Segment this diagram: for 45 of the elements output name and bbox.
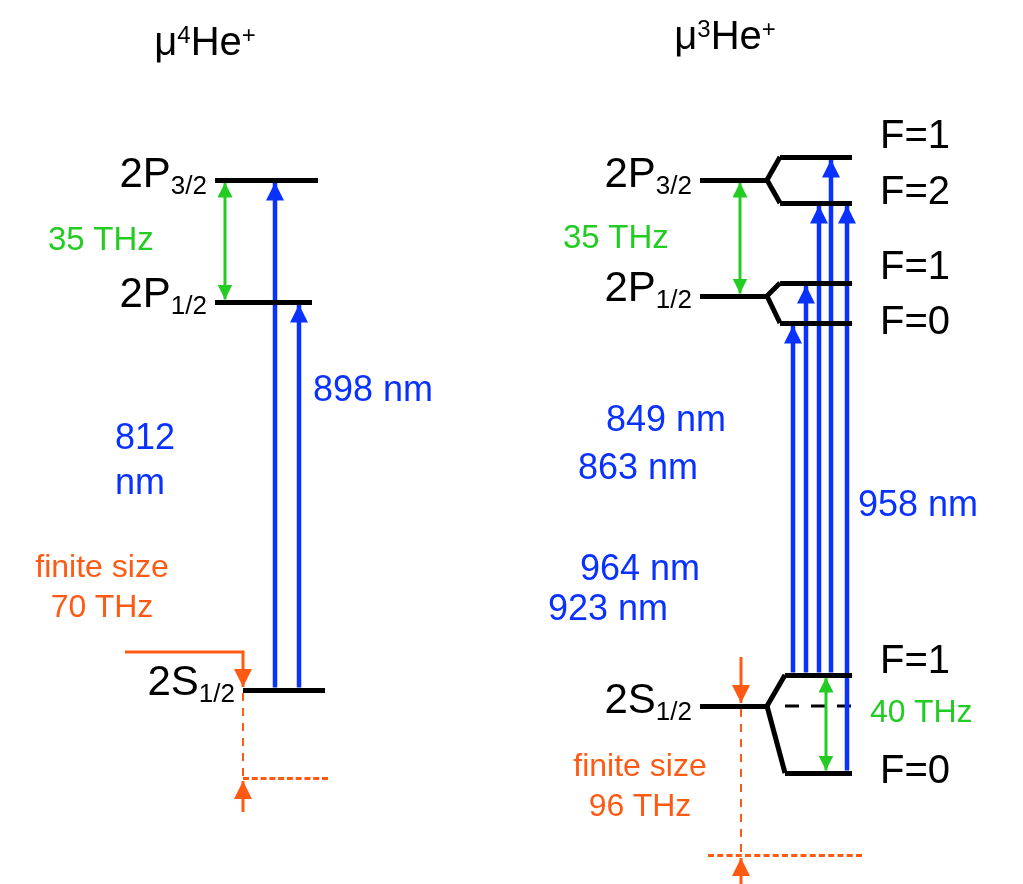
level-label: F=2 [880,170,951,210]
transition-arrow [784,325,802,673]
level-label: 2S$_{1/2}$ [147,660,235,702]
transition-arrow [810,205,828,673]
level-label: F=0 [880,749,951,789]
splitting-arrow [818,677,834,771]
transition-arrow [838,205,856,771]
finite-size-marker [234,692,252,812]
level-label: 2S$_{1/2}$ [604,678,692,720]
fork-line [764,155,783,182]
fork-line [764,294,783,325]
transition-arrow [797,285,815,673]
splitting-arrow [217,182,233,300]
frequency-label: 40 THz [870,692,973,731]
pointer-arrow [125,650,252,687]
frequency-label: 35 THz [563,217,669,257]
frequency-label: 35 THz [48,219,154,259]
fork-line [764,705,788,774]
wavelength-label: 812 nm [115,415,177,504]
level-label: F=1 [880,245,951,285]
level-label: 2P$_{1/2}$ [604,266,692,308]
transition-arrow [290,304,308,688]
transition-arrow [822,159,840,673]
finite-size-marker [732,657,750,884]
wavelength-label: 863 nm [578,445,699,489]
level-label: F=1 [880,114,951,154]
wavelength-label: 849 nm [606,397,727,441]
fork-line [764,673,788,708]
level-label: 2P$_{1/2}$ [119,272,207,314]
finite-size-label: finite size 96 THz [572,746,708,825]
level-label: 2P$_{3/2}$ [604,152,692,194]
transition-arrow [266,182,284,688]
finite-size-label: finite size 70 THz [34,547,170,626]
level-label: F=1 [880,639,951,679]
level-label: 2P$_{3/2}$ [119,152,207,194]
level-label: F=0 [880,300,951,340]
ion-title: μ$^{3}$He$^{+}$ [673,12,777,59]
wavelength-label: 958 nm [858,482,979,526]
fork-line [765,281,782,298]
reference-level-line [708,853,862,857]
fork-line [764,178,783,205]
wavelength-label: 898 nm [313,367,434,411]
splitting-arrow [732,182,748,294]
reference-level-line [243,776,328,780]
ion-title: μ$^{4}$He$^{+}$ [153,18,257,65]
